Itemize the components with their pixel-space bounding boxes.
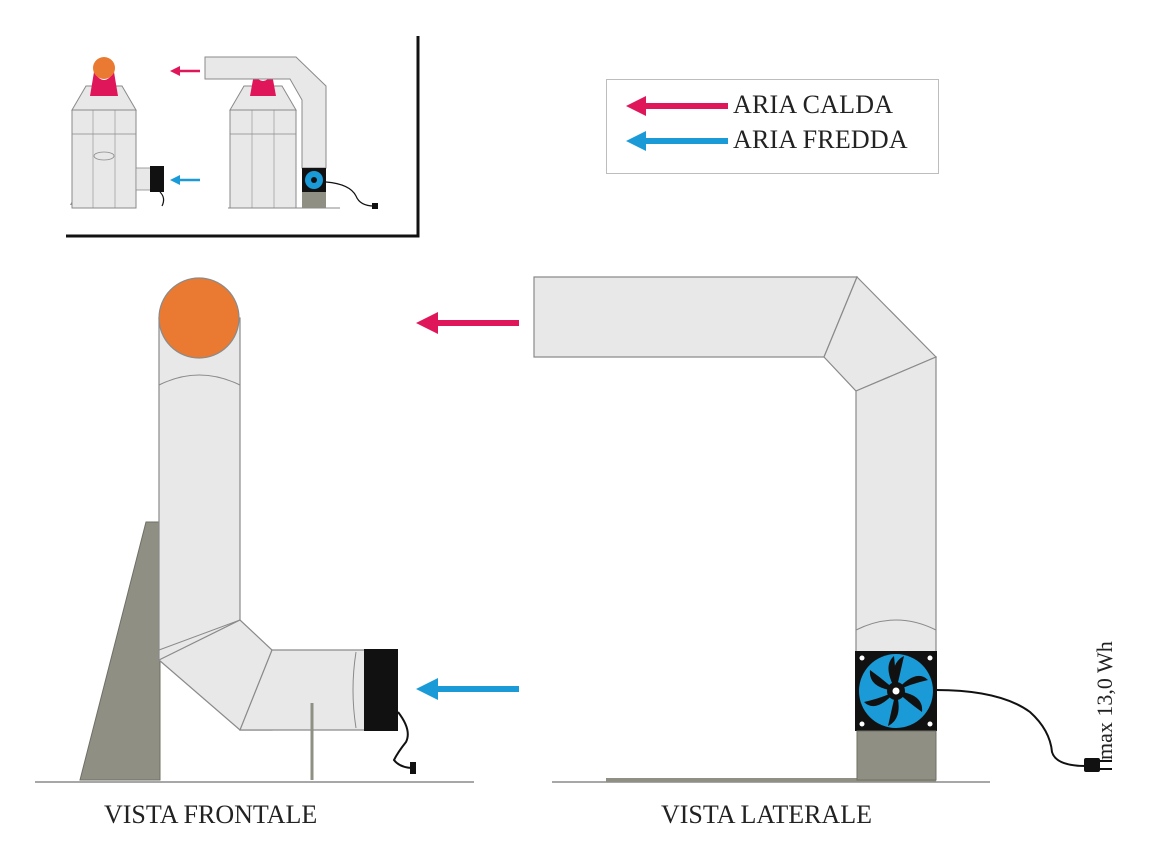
side-power-cord (935, 689, 1087, 767)
front-support-wedge (79, 521, 161, 781)
side-base-block (856, 730, 937, 781)
front-plug-icon (410, 762, 416, 774)
front-vertical-pipe (158, 317, 241, 661)
legend-arrows-overlay (626, 96, 728, 151)
power-rating-label: max 13,0 Wh (1092, 641, 1117, 760)
inset-side-unit (204, 56, 378, 209)
side-horizontal-duct (533, 276, 858, 358)
inset-thumbnail (66, 36, 420, 238)
front-hot-outlet (158, 277, 240, 359)
side-view (533, 275, 1112, 783)
inset-frame (66, 36, 420, 238)
legend-cold-label: ARIA FREDDA (733, 125, 908, 154)
front-view (35, 277, 474, 783)
plug-icon (1084, 758, 1100, 772)
legend-box (606, 79, 939, 174)
inset-front-unit (70, 57, 165, 209)
cold-air-arrow (416, 678, 519, 700)
front-view-caption: VISTA FRONTALE (104, 800, 318, 829)
fan-icon (855, 651, 937, 731)
front-fan-block (364, 649, 398, 731)
legend-hot-label: ARIA CALDA (733, 90, 894, 119)
side-view-caption: VISTA LATERALE (661, 800, 872, 829)
hot-air-arrow (416, 312, 519, 334)
front-power-cord (392, 711, 415, 769)
side-vertical-duct (855, 356, 937, 653)
